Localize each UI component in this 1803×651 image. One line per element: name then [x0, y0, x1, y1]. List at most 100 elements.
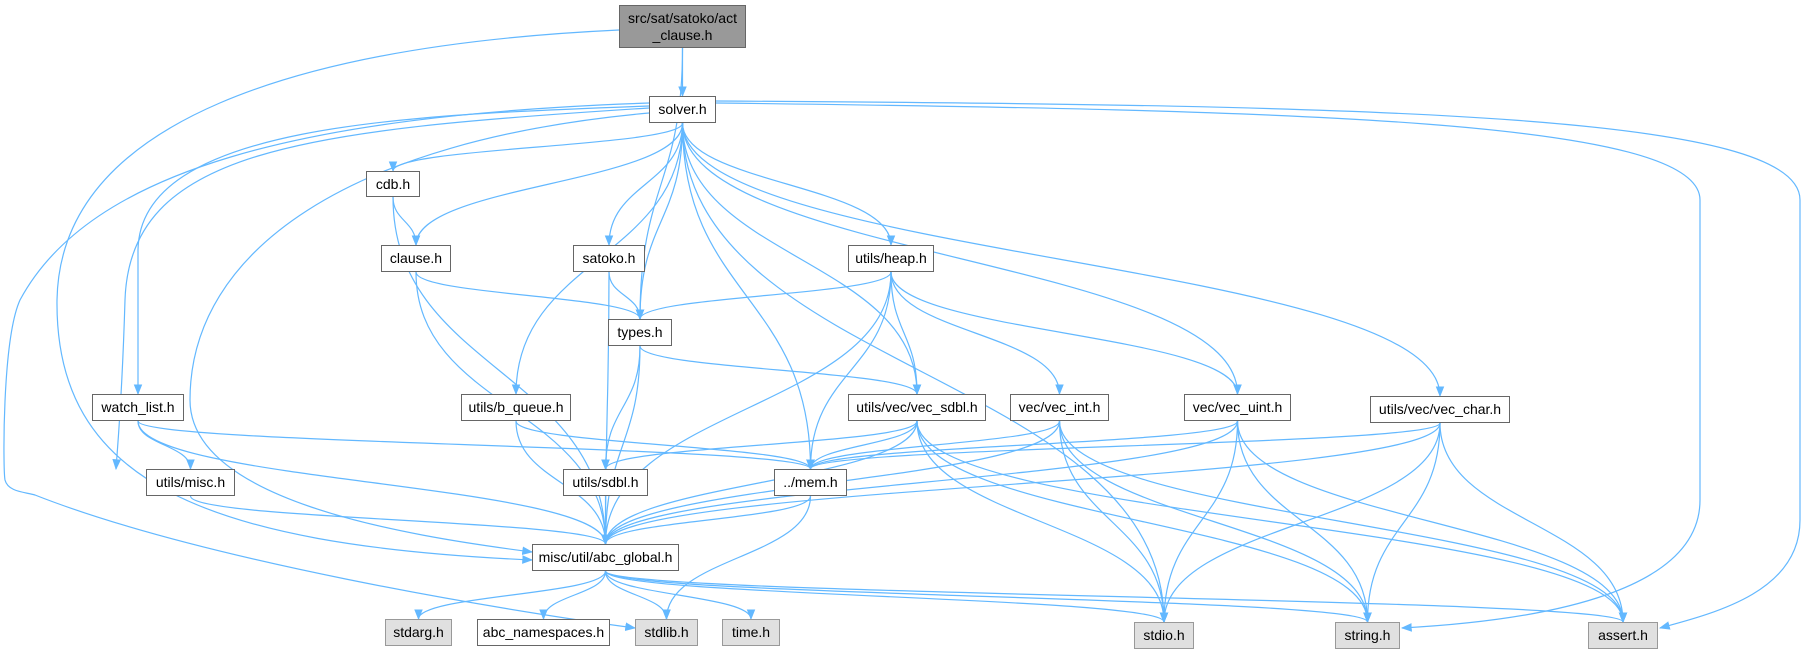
edge-solver-to-abc_global: [189, 112, 650, 556]
edge-mem-to-stdlib: [662, 495, 812, 621]
edge-types-to-vec_sdbl: [639, 345, 922, 396]
node-stdlib[interactable]: stdlib.h: [635, 619, 698, 646]
node-b-queue[interactable]: utils/b_queue.h: [461, 394, 571, 421]
edge-b_queue-to-mem: [515, 420, 815, 471]
node-label: time.h: [731, 624, 771, 640]
node-label: satoko.h: [582, 250, 636, 266]
node-mem[interactable]: ../mem.h: [774, 469, 847, 496]
node-stdarg[interactable]: stdarg.h: [385, 619, 452, 646]
node-label: src/sat/satoko/act: [628, 9, 737, 26]
node-vec-int[interactable]: vec/vec_int.h: [1010, 394, 1109, 421]
edge-abc_global-to-time: [604, 570, 756, 621]
node-label: vec/vec_uint.h: [1192, 399, 1283, 415]
node-label: assert.h: [1598, 627, 1648, 643]
node-label: cdb.h: [375, 175, 411, 192]
edge-solver-to-stdio: [681, 122, 1169, 624]
node-label: utils/misc.h: [155, 474, 226, 490]
node-act-clause[interactable]: src/sat/satoko/act_clause.h: [619, 5, 746, 48]
node-abc-global[interactable]: misc/util/abc_global.h: [532, 544, 679, 571]
node-label: stdio.h: [1143, 627, 1185, 643]
edge-vec_char-to-abc_global: [601, 422, 1441, 546]
node-label: ../mem.h: [783, 474, 838, 490]
node-label: stdarg.h: [393, 624, 444, 640]
edge-heap-to-types: [635, 271, 892, 321]
node-label: vec/vec_int.h: [1018, 399, 1101, 415]
node-label: string.h: [1344, 627, 1391, 643]
edge-misc-to-abc_global: [189, 495, 610, 546]
edge-vec_int-to-assert: [1058, 420, 1628, 624]
edge-vec_sdbl-to-abc_global: [601, 420, 918, 546]
edge-vec_sdbl-to-assert: [916, 420, 1628, 624]
node-cdb[interactable]: cdb.h: [366, 171, 420, 197]
node-satoko[interactable]: satoko.h: [573, 245, 645, 272]
edge-cdb-to-clause: [392, 196, 421, 247]
node-label: clause.h: [389, 250, 443, 266]
node-vec-sdbl[interactable]: utils/vec/vec_sdbl.h: [848, 394, 986, 421]
edge-heap-to-mem: [806, 271, 892, 471]
edge-solver-to-heap: [681, 122, 896, 247]
edge-vec_char-to-mem: [806, 422, 1441, 471]
node-time[interactable]: time.h: [722, 619, 780, 646]
edge-act_clause-to-types: [635, 47, 684, 321]
node-watch-list[interactable]: watch_list.h: [92, 394, 184, 421]
edge-heap-to-vec_int: [890, 271, 1064, 396]
edge-vec_char-to-string: [1363, 422, 1441, 624]
edge-solver-to-assert: [715, 100, 1801, 630]
edge-solver-to-satoko: [604, 122, 684, 247]
edge-vec_char-to-stdio: [1159, 422, 1441, 624]
node-vec-uint[interactable]: vec/vec_uint.h: [1184, 394, 1291, 421]
node-label: types.h: [617, 324, 663, 340]
edge-watch_list-to-abc_global: [137, 420, 610, 546]
edge-vec_char-to-assert: [1439, 422, 1628, 624]
node-label: abc_namespaces.h: [482, 624, 605, 640]
edge-vec_sdbl-to-string: [916, 420, 1372, 624]
node-label: utils/heap.h: [855, 250, 927, 266]
node-types[interactable]: types.h: [608, 319, 672, 346]
node-heap[interactable]: utils/heap.h: [848, 245, 934, 272]
edge-abc_global-to-stdio: [604, 570, 1169, 624]
node-label: utils/b_queue.h: [468, 399, 564, 415]
node-label: utils/vec/vec_char.h: [1378, 401, 1502, 417]
edge-heap-to-vec_sdbl: [890, 271, 922, 396]
edge-abc_global-to-stdlib: [604, 570, 671, 621]
edge-vec_uint-to-stdio: [1159, 420, 1239, 624]
node-solver[interactable]: solver.h: [649, 96, 716, 123]
node-label: utils/vec/vec_sdbl.h: [856, 399, 978, 415]
edge-abc_global-to-assert: [604, 570, 1627, 624]
edge-satoko-to-types: [608, 271, 645, 321]
node-label: utils/sdbl.h: [572, 474, 639, 490]
edge-vec_int-to-string: [1058, 420, 1372, 624]
edge-vec_sdbl-to-sdbl: [601, 420, 918, 471]
edge-heap-to-vec_uint: [890, 271, 1242, 396]
node-sdbl[interactable]: utils/sdbl.h: [563, 469, 648, 496]
node-label: watch_list.h: [101, 399, 175, 415]
edge-solver-to-vec_char: [681, 122, 1445, 398]
edge-abc_global-to-abc_namespaces: [539, 570, 607, 621]
edge-solver-to-watch_list: [133, 105, 650, 396]
node-clause[interactable]: clause.h: [381, 245, 451, 272]
edge-abc_global-to-stdarg: [414, 570, 607, 621]
node-misc[interactable]: utils/misc.h: [146, 469, 235, 496]
node-label: _clause.h: [652, 26, 713, 43]
node-vec-char[interactable]: utils/vec/vec_char.h: [1370, 396, 1510, 423]
edge-watch_list-to-mem: [137, 420, 815, 471]
edge-abc_global-to-string: [604, 570, 1372, 624]
node-string[interactable]: string.h: [1335, 622, 1400, 649]
edge-vec_uint-to-mem: [806, 420, 1239, 471]
edge-vec_uint-to-abc_global: [601, 420, 1239, 546]
node-label: misc/util/abc_global.h: [538, 549, 673, 565]
edge-types-to-abc_global: [601, 345, 641, 546]
node-assert[interactable]: assert.h: [1588, 622, 1658, 649]
node-label: solver.h: [658, 101, 707, 117]
edge-vec_sdbl-to-stdio: [916, 420, 1169, 624]
edge-vec_int-to-mem: [806, 420, 1061, 471]
edge-solver-to-mem: [681, 122, 815, 471]
edge-solver-to-string: [715, 102, 1701, 632]
edge-solver-to-clause: [411, 122, 684, 247]
node-stdio[interactable]: stdio.h: [1134, 622, 1194, 649]
node-abc-namespaces[interactable]: abc_namespaces.h: [477, 619, 610, 646]
edge-solver-to-cdb: [388, 122, 684, 173]
edge-b_queue-to-abc_global: [515, 420, 610, 546]
